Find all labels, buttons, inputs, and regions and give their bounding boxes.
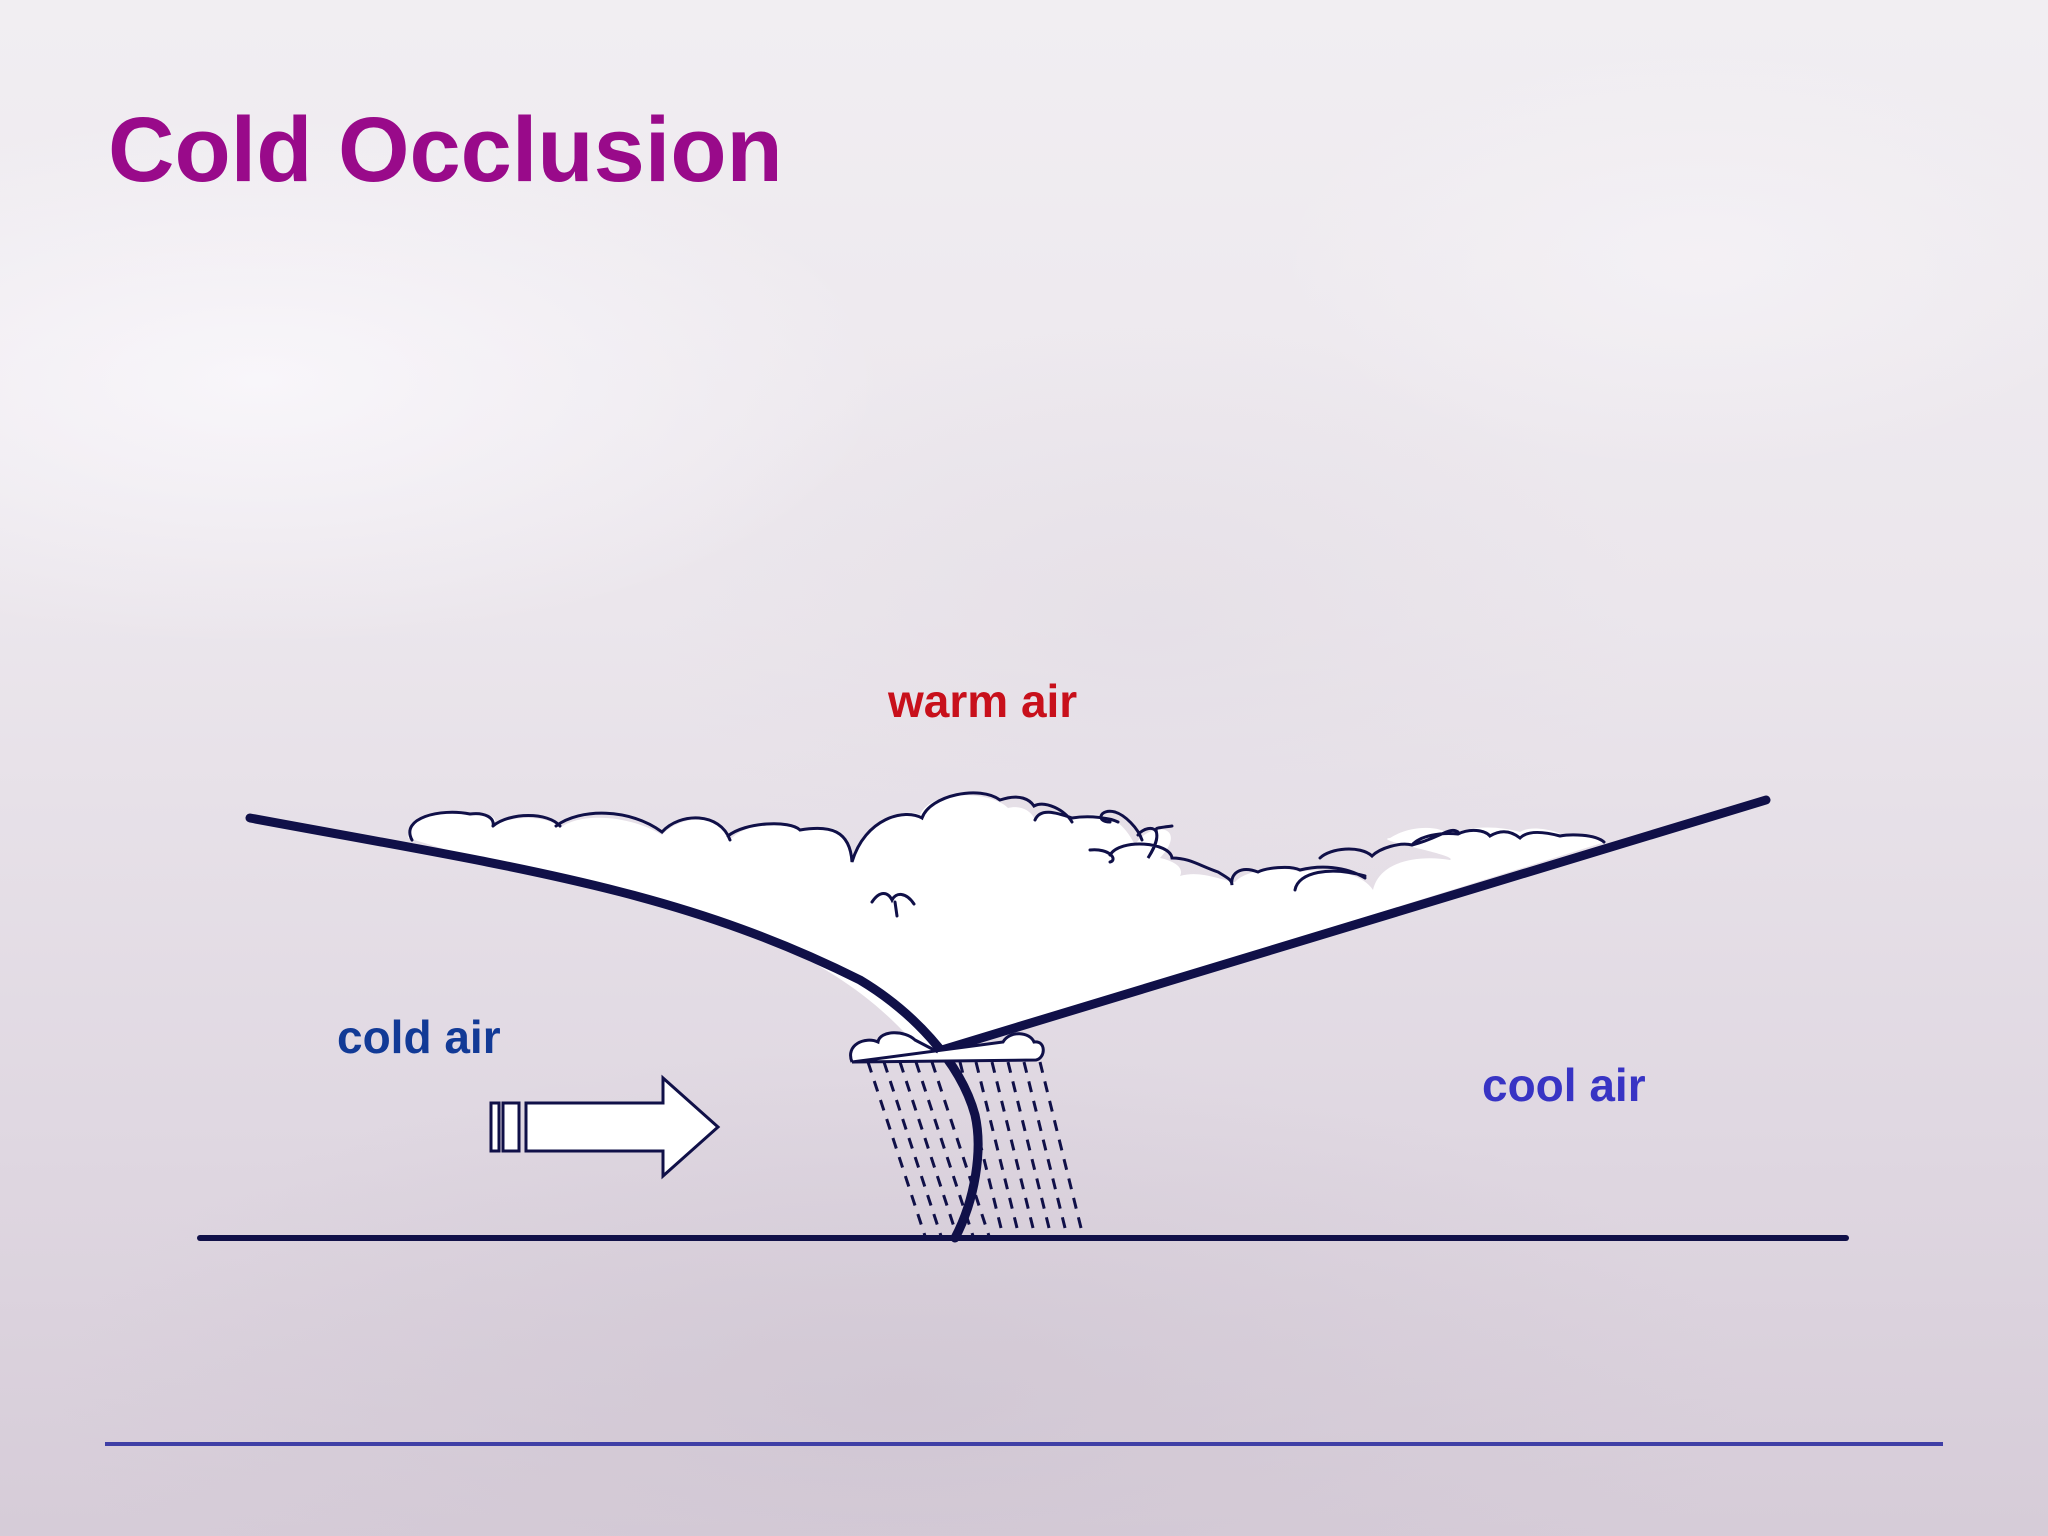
arrow-right-icon	[489, 1074, 721, 1180]
footer-rule	[105, 1442, 1943, 1446]
slide-title: Cold Occlusion	[108, 99, 783, 201]
cold-air-label: cold air	[337, 1011, 501, 1063]
cold-front-line	[245, 813, 983, 1243]
cloud-icon	[849, 1031, 1045, 1064]
warm-front-line	[917, 795, 1771, 1061]
cloud-mass	[407, 795, 1606, 1055]
cool-air-label: cool air	[1482, 1059, 1646, 1111]
cloud-tops-outline	[408, 791, 1606, 892]
warm-air-label: warm air	[888, 675, 1078, 727]
bird-icon	[870, 892, 916, 918]
rain-icon	[866, 1061, 1085, 1237]
